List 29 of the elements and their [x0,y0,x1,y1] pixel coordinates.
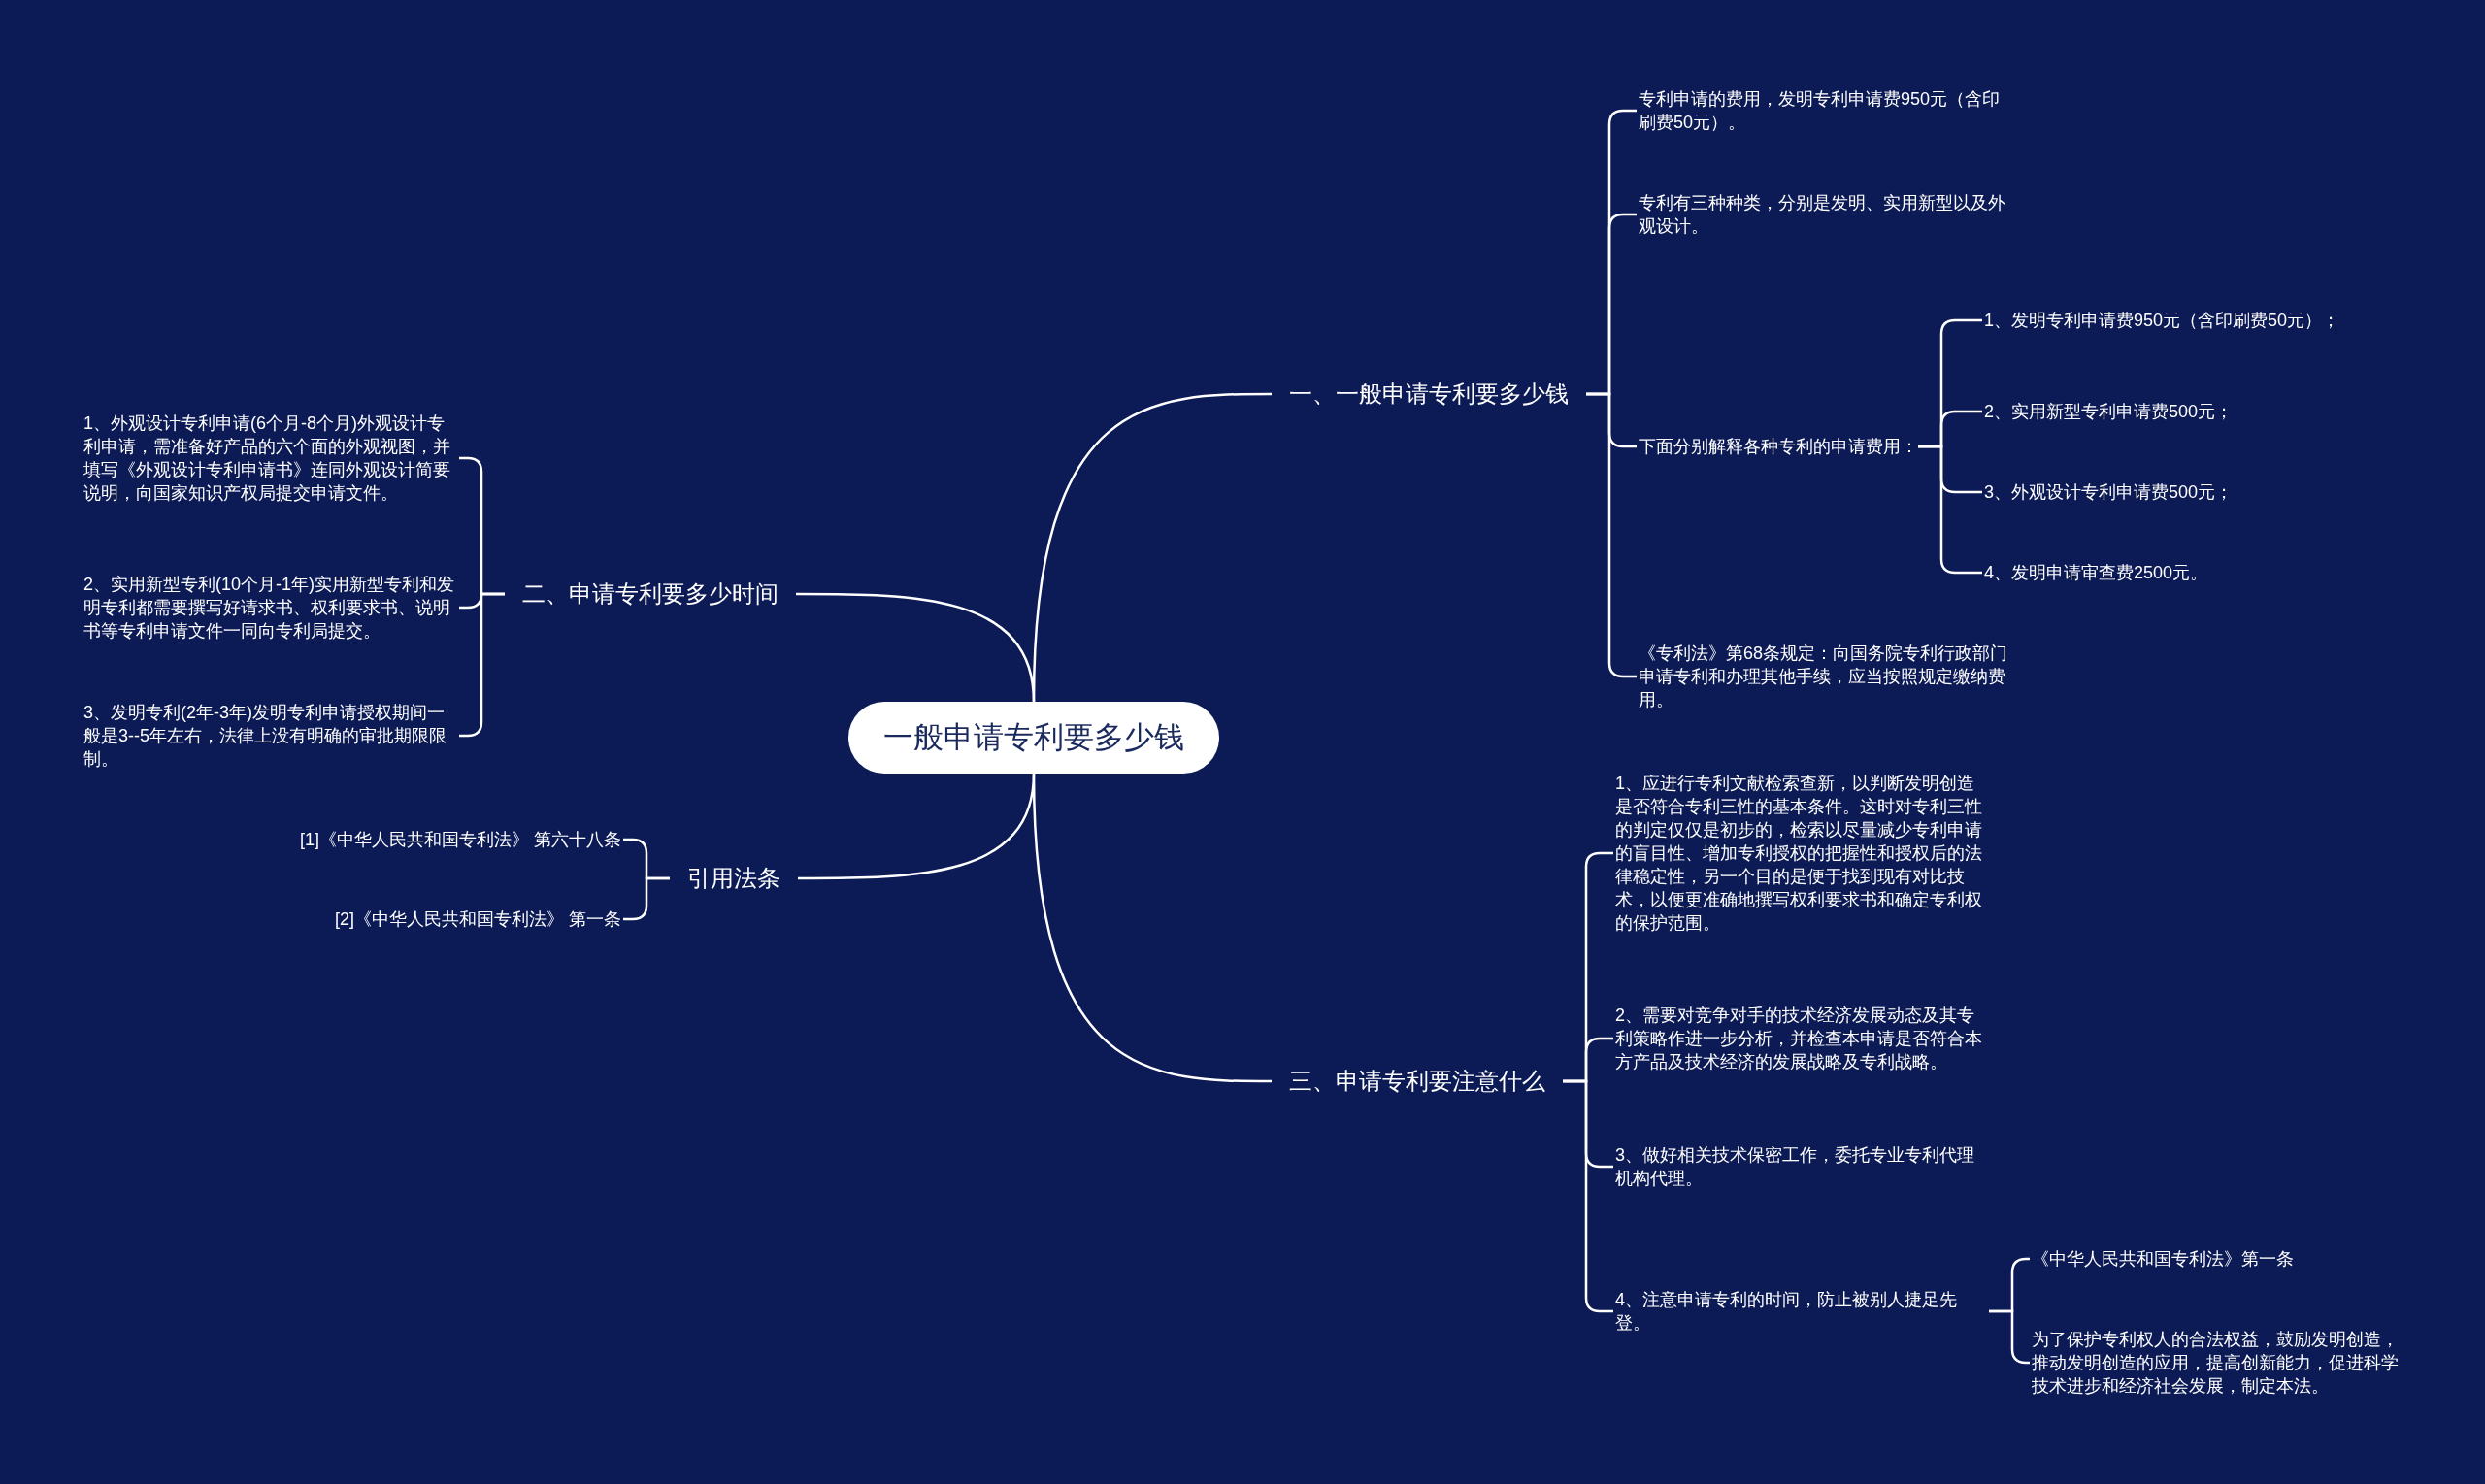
central-topic: 一般申请专利要多少钱 [848,702,1219,774]
connector-line [1918,445,1982,575]
connector-line [796,592,1036,703]
topic-text: 3、外观设计专利申请费500元； [1984,480,2234,504]
topic-text: 2、实用新型专利申请费500元； [1984,400,2234,423]
connector-line [1989,1309,2030,1365]
topic-text: 2、需要对竞争对手的技术经济发展动态及其专利策略作进一步分析，并检查本申请是否符合本方产品及技术经济的发展战略及专利战略。 [1615,1004,1989,1073]
topic-text: [2]《中华人民共和国专利法》 第一条 [335,907,621,931]
topic-text: 4、注意申请专利的时间，防止被别人捷足先登。 [1615,1288,1989,1335]
topic-text: 专利申请的费用，发明专利申请费950元（含印刷费50元）。 [1639,87,2012,134]
connector-line [623,876,670,921]
topic-text: 4、发明申请审查费2500元。 [1984,561,2208,584]
branch-topic: 三、申请专利要注意什么 [1272,1066,1563,1097]
connector-line [1032,773,1272,1083]
topic-text: 3、发明专利(2年-3年)发明专利申请授权期间一般是3--5年左右，法律上没有明确的审批期限限制。 [83,701,457,771]
topic-text: 1、发明专利申请费950元（含印刷费50元）； [1984,309,2358,332]
branch-topic: 一、一般申请专利要多少钱 [1272,379,1586,410]
topic-text: 专利有三种种类，分别是发明、实用新型以及外观设计。 [1639,191,2012,238]
topic-text: [1]《中华人民共和国专利法》 第六十八条 [300,828,621,851]
topic-text: 《中华人民共和国专利法》第一条 [2032,1247,2294,1270]
topic-text: 《专利法》第68条规定：向国务院专利行政部门申请专利和办理其他手续，应当按照规定缴纳费用。 [1639,642,2012,711]
branch-topic: 引用法条 [670,863,798,894]
topic-text: 1、外观设计专利申请(6个月-8个月)外观设计专利申请，需准备好产品的六个面的外观视图，并填写《外观设计专利申请书》连同外观设计简要说明，向国家知识产权局提交申请文件。 [83,412,457,505]
topic-text: 2、实用新型专利(10个月-1年)实用新型专利和发明专利都需要撰写好请求书、权利要求书、说明书等专利申请文件一同向专利局提交。 [83,573,457,643]
topic-text: 3、做好相关技术保密工作，委托专业专利代理机构代理。 [1615,1143,1989,1190]
branch-topic: 二、申请专利要多少时间 [505,578,796,610]
topic-text: 下面分别解释各种专利的申请费用： [1639,435,1918,458]
topic-text: 1、应进行专利文献检索查新，以判断发明创造是否符合专利三性的基本条件。这时对专利三性的判定仅仅是初步的，检索以尽量减少专利申请的盲目性、增加专利授权的把握性和授权后的法律稳定性，另一个目的是便于找到现有对比技术，以便更准确地撰写权利要求书和确定专利权的保护范围。 [1615,772,1989,935]
topic-text: 为了保护专利权人的合法权益，鼓励发明创造，推动发明创造的应用，提高创新能力，促进科学技术进步和经济社会发展，制定本法。 [2032,1328,2405,1398]
